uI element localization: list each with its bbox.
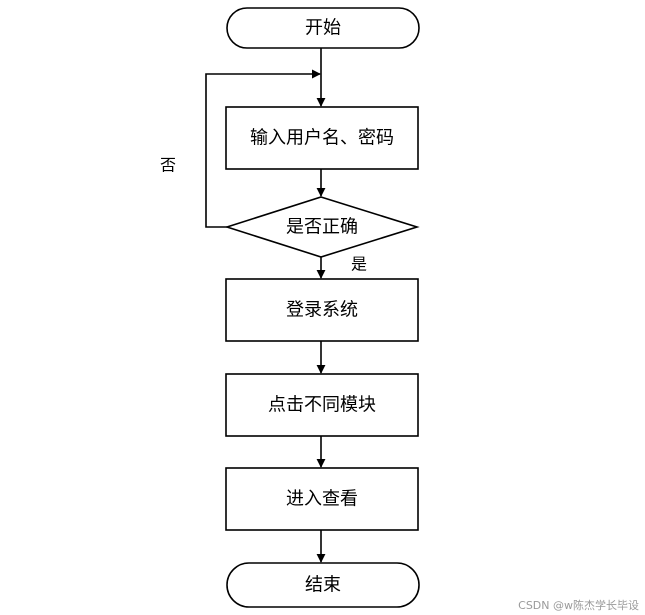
edge-decision-no-loop: [205, 69, 321, 228]
login-process-box: 登录系统: [225, 278, 419, 342]
login-label: 登录系统: [286, 300, 358, 321]
decision-label: 是否正确: [286, 217, 358, 238]
decision-diamond: 是否正确: [224, 196, 420, 258]
yes-label: 是: [351, 255, 367, 274]
end-label: 结束: [305, 575, 341, 596]
watermark-text: CSDN @w陈杰学长毕设: [518, 599, 639, 612]
start-terminator: 开始: [226, 7, 420, 49]
click-process-box: 点击不同模块: [225, 373, 419, 437]
view-process-box: 进入查看: [225, 467, 419, 531]
end-terminator: 结束: [226, 562, 420, 608]
input-label: 输入用户名、密码: [250, 128, 394, 149]
click-label: 点击不同模块: [268, 395, 376, 416]
no-label: 否: [160, 156, 176, 175]
view-label: 进入查看: [286, 489, 358, 510]
start-label: 开始: [305, 18, 341, 39]
input-process-box: 输入用户名、密码: [225, 106, 419, 170]
